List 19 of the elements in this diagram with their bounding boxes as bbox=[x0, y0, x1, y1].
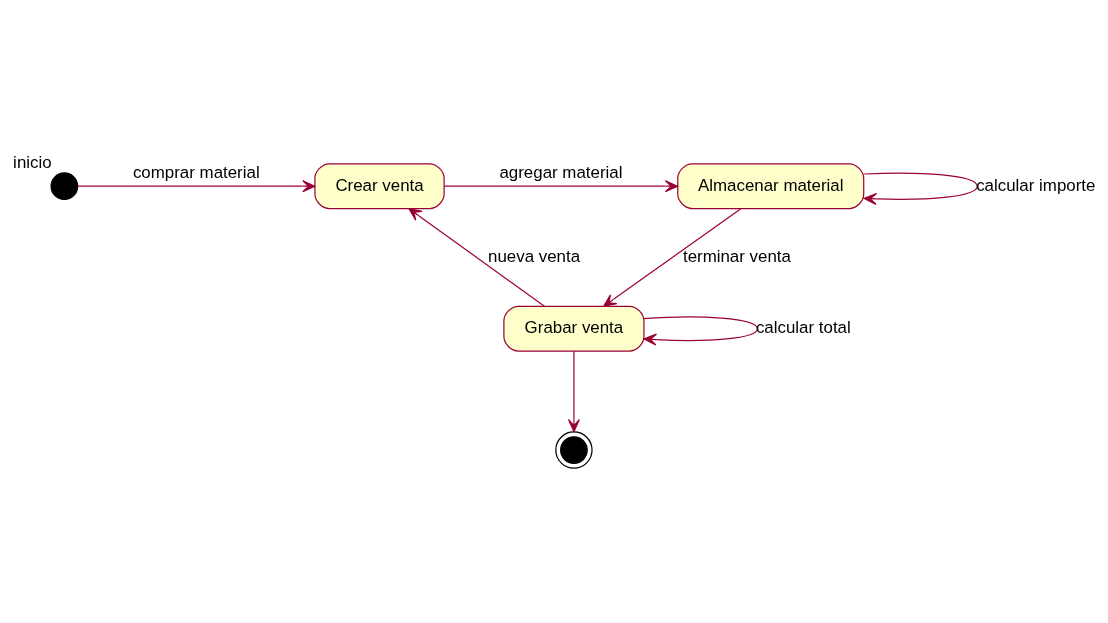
node-circle bbox=[50, 172, 79, 201]
arrow bbox=[603, 208, 742, 307]
node-box: Grabar venta bbox=[503, 305, 645, 352]
edge-label: agregar material bbox=[499, 163, 623, 183]
edge-label: terminar venta bbox=[682, 246, 791, 266]
arrow bbox=[408, 208, 546, 307]
arrow bbox=[863, 172, 978, 205]
arrow bbox=[567, 350, 580, 433]
node-circle bbox=[555, 431, 593, 469]
arrow bbox=[77, 180, 316, 193]
arrow bbox=[443, 180, 679, 193]
edge-label: comprar material bbox=[132, 163, 260, 183]
edge-label: nueva venta bbox=[488, 246, 581, 266]
node-label: inicio bbox=[13, 153, 52, 173]
edge-label: calcular importe bbox=[976, 175, 1096, 195]
edge-label: calcular total bbox=[755, 318, 851, 338]
node-box: Crear venta bbox=[314, 163, 445, 210]
node-box: Almacenar material bbox=[677, 163, 865, 210]
arrow bbox=[643, 316, 759, 346]
